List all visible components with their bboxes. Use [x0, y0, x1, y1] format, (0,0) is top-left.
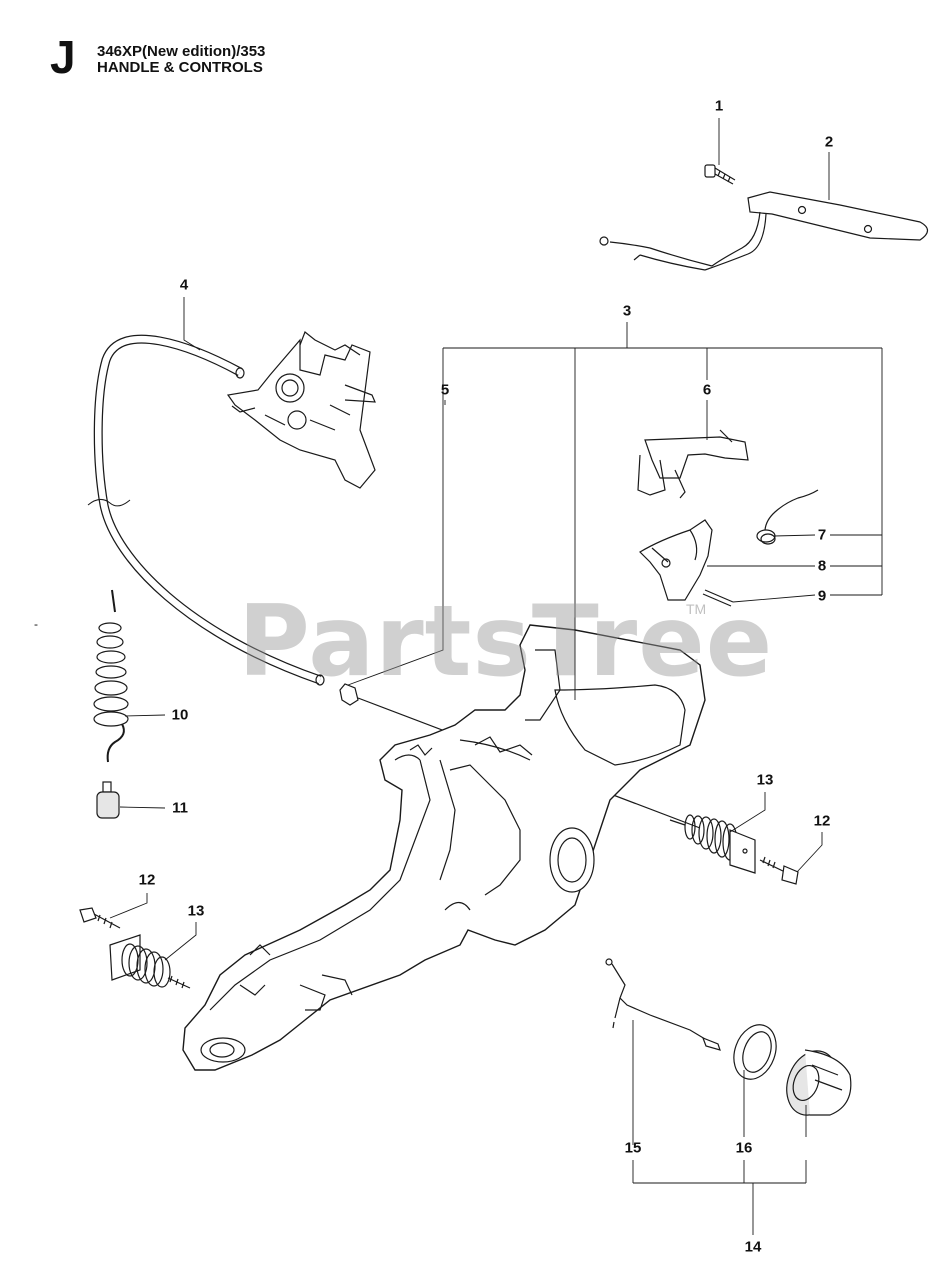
part-9-pin[interactable] [702, 589, 734, 607]
callout-8[interactable]: 8 [817, 557, 827, 575]
callout-7[interactable]: 7 [817, 526, 827, 544]
callout-13-right[interactable]: 13 [756, 771, 774, 789]
part-10-coil[interactable] [93, 589, 129, 763]
section-letter: J [50, 31, 76, 83]
trademark-mark: TM [686, 601, 707, 617]
callout-14[interactable]: 14 [744, 1238, 762, 1256]
callout-11[interactable]: 11 [172, 799, 188, 817]
callout-2[interactable]: 2 [824, 133, 834, 151]
callout-6[interactable]: 6 [702, 381, 712, 399]
part-1-screw[interactable] [704, 164, 736, 185]
part-13-av-spring-left[interactable] [109, 934, 191, 989]
part-4-fuel-hose[interactable] [87, 334, 325, 686]
part-16-seal-ring[interactable] [727, 1019, 784, 1085]
callout-1[interactable]: 1 [714, 97, 724, 115]
carburetor-assembly [226, 331, 376, 489]
model-name: 346XP(New edition)/353 [97, 43, 266, 60]
callout-9[interactable]: 9 [817, 587, 827, 605]
handle-tank-body [182, 624, 706, 1071]
callout-10[interactable]: 10 [171, 706, 189, 724]
callout-5[interactable]: 5 [440, 381, 450, 399]
callout-12-left[interactable]: 12 [138, 871, 156, 889]
callout-13-left[interactable]: 13 [187, 902, 205, 920]
part-12-screw-left[interactable] [79, 907, 121, 929]
callout-12-right[interactable]: 12 [813, 812, 831, 830]
fuel-cap [786, 1049, 852, 1116]
part-15-vent[interactable] [605, 958, 721, 1051]
section-title: HANDLE & CONTROLS [97, 58, 263, 76]
part-2-bracket-lead[interactable] [599, 191, 929, 271]
stray-mark: - [34, 617, 38, 631]
part-13-av-spring-right[interactable] [669, 814, 756, 874]
part-7-spring[interactable] [756, 489, 819, 545]
part-6-lockout[interactable] [637, 429, 749, 499]
callout-16[interactable]: 16 [735, 1139, 753, 1157]
part-12-screw-right[interactable] [759, 856, 799, 885]
part-8-trigger[interactable] [639, 519, 713, 601]
diagram-title: 346XP(New edition)/353 HANDLE & CONTROLS [97, 44, 265, 76]
watermark: PartsTree [238, 585, 774, 699]
leader-lines [109, 118, 883, 1235]
callout-4[interactable]: 4 [179, 276, 189, 294]
callout-3[interactable]: 3 [622, 302, 632, 320]
part-11-fuel-filter[interactable] [96, 781, 120, 819]
callout-15[interactable]: 15 [624, 1139, 642, 1157]
